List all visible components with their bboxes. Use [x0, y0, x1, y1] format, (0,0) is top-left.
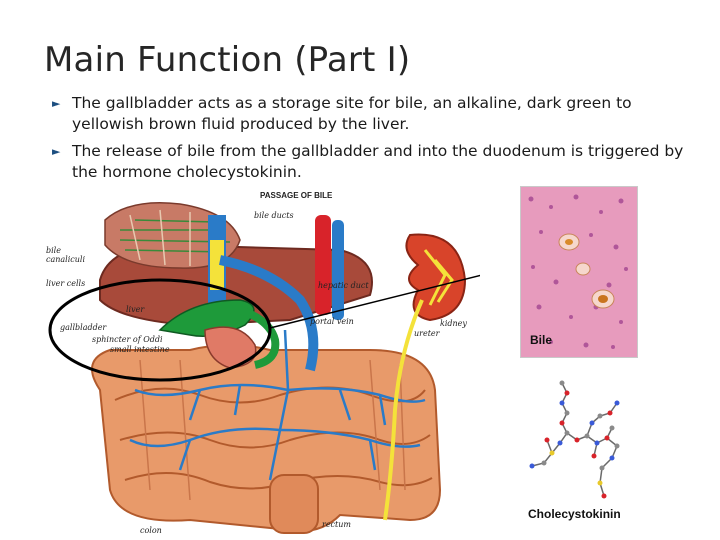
liver-illustration: [99, 201, 373, 327]
diagram-heading: PASSAGE OF BILE: [260, 191, 333, 200]
label-kidney: kidney: [440, 319, 467, 328]
aorta: [315, 215, 331, 315]
photo-label: Bile: [530, 333, 553, 347]
label-gallbladder: gallbladder: [60, 323, 107, 332]
label-liver: liver: [126, 305, 145, 314]
label-bile-canaliculi-1: bile: [46, 246, 61, 255]
label-rectum: rectum: [322, 520, 351, 529]
portal-vein-vessel: [219, 255, 319, 372]
vena-cava: [332, 220, 344, 320]
bullet-list: ► The gallbladder acts as a storage site…: [52, 93, 692, 189]
triangle-right-icon: ►: [52, 97, 61, 110]
label-portal-vein: portal vein: [310, 317, 354, 326]
highlight-ellipse: [48, 278, 272, 382]
molecule-label: Cholecystokinin: [528, 507, 621, 521]
pointer-line: [269, 274, 480, 329]
bile-duct-yellow: [210, 240, 224, 290]
bullet-text: The release of bile from the gallbladder…: [72, 142, 684, 181]
label-sphincter: sphincter of Oddi: [92, 335, 163, 344]
label-colon: colon: [140, 526, 162, 535]
duodenum: [204, 326, 257, 369]
triangle-right-icon: ►: [52, 145, 61, 158]
mesenteric-vessels: [129, 329, 426, 481]
cholecystokinin-molecule: [529, 380, 620, 499]
bile-passage-diagram: PASSAGE OF BILE bile ducts bile canalicu…: [46, 191, 480, 535]
bullet-item: ► The gallbladder acts as a storage site…: [52, 93, 692, 135]
bile-duct-green: [238, 306, 280, 369]
label-hepatic-duct: hepatic duct: [318, 281, 369, 290]
label-ureter: ureter: [414, 329, 441, 338]
bullet-item: ► The release of bile from the gallbladd…: [52, 141, 692, 183]
label-bile-ducts: bile ducts: [254, 211, 294, 220]
slide-title: Main Function (Part I): [44, 40, 411, 80]
kidney-illustration: [383, 233, 467, 521]
label-liver-cells: liver cells: [46, 279, 85, 288]
bile-histology-photo: [520, 186, 638, 358]
label-small-intestine: small intestine: [110, 345, 170, 354]
bullet-text: The gallbladder acts as a storage site f…: [72, 94, 632, 133]
label-bile-canaliculi-2: canaliculi: [46, 255, 85, 264]
